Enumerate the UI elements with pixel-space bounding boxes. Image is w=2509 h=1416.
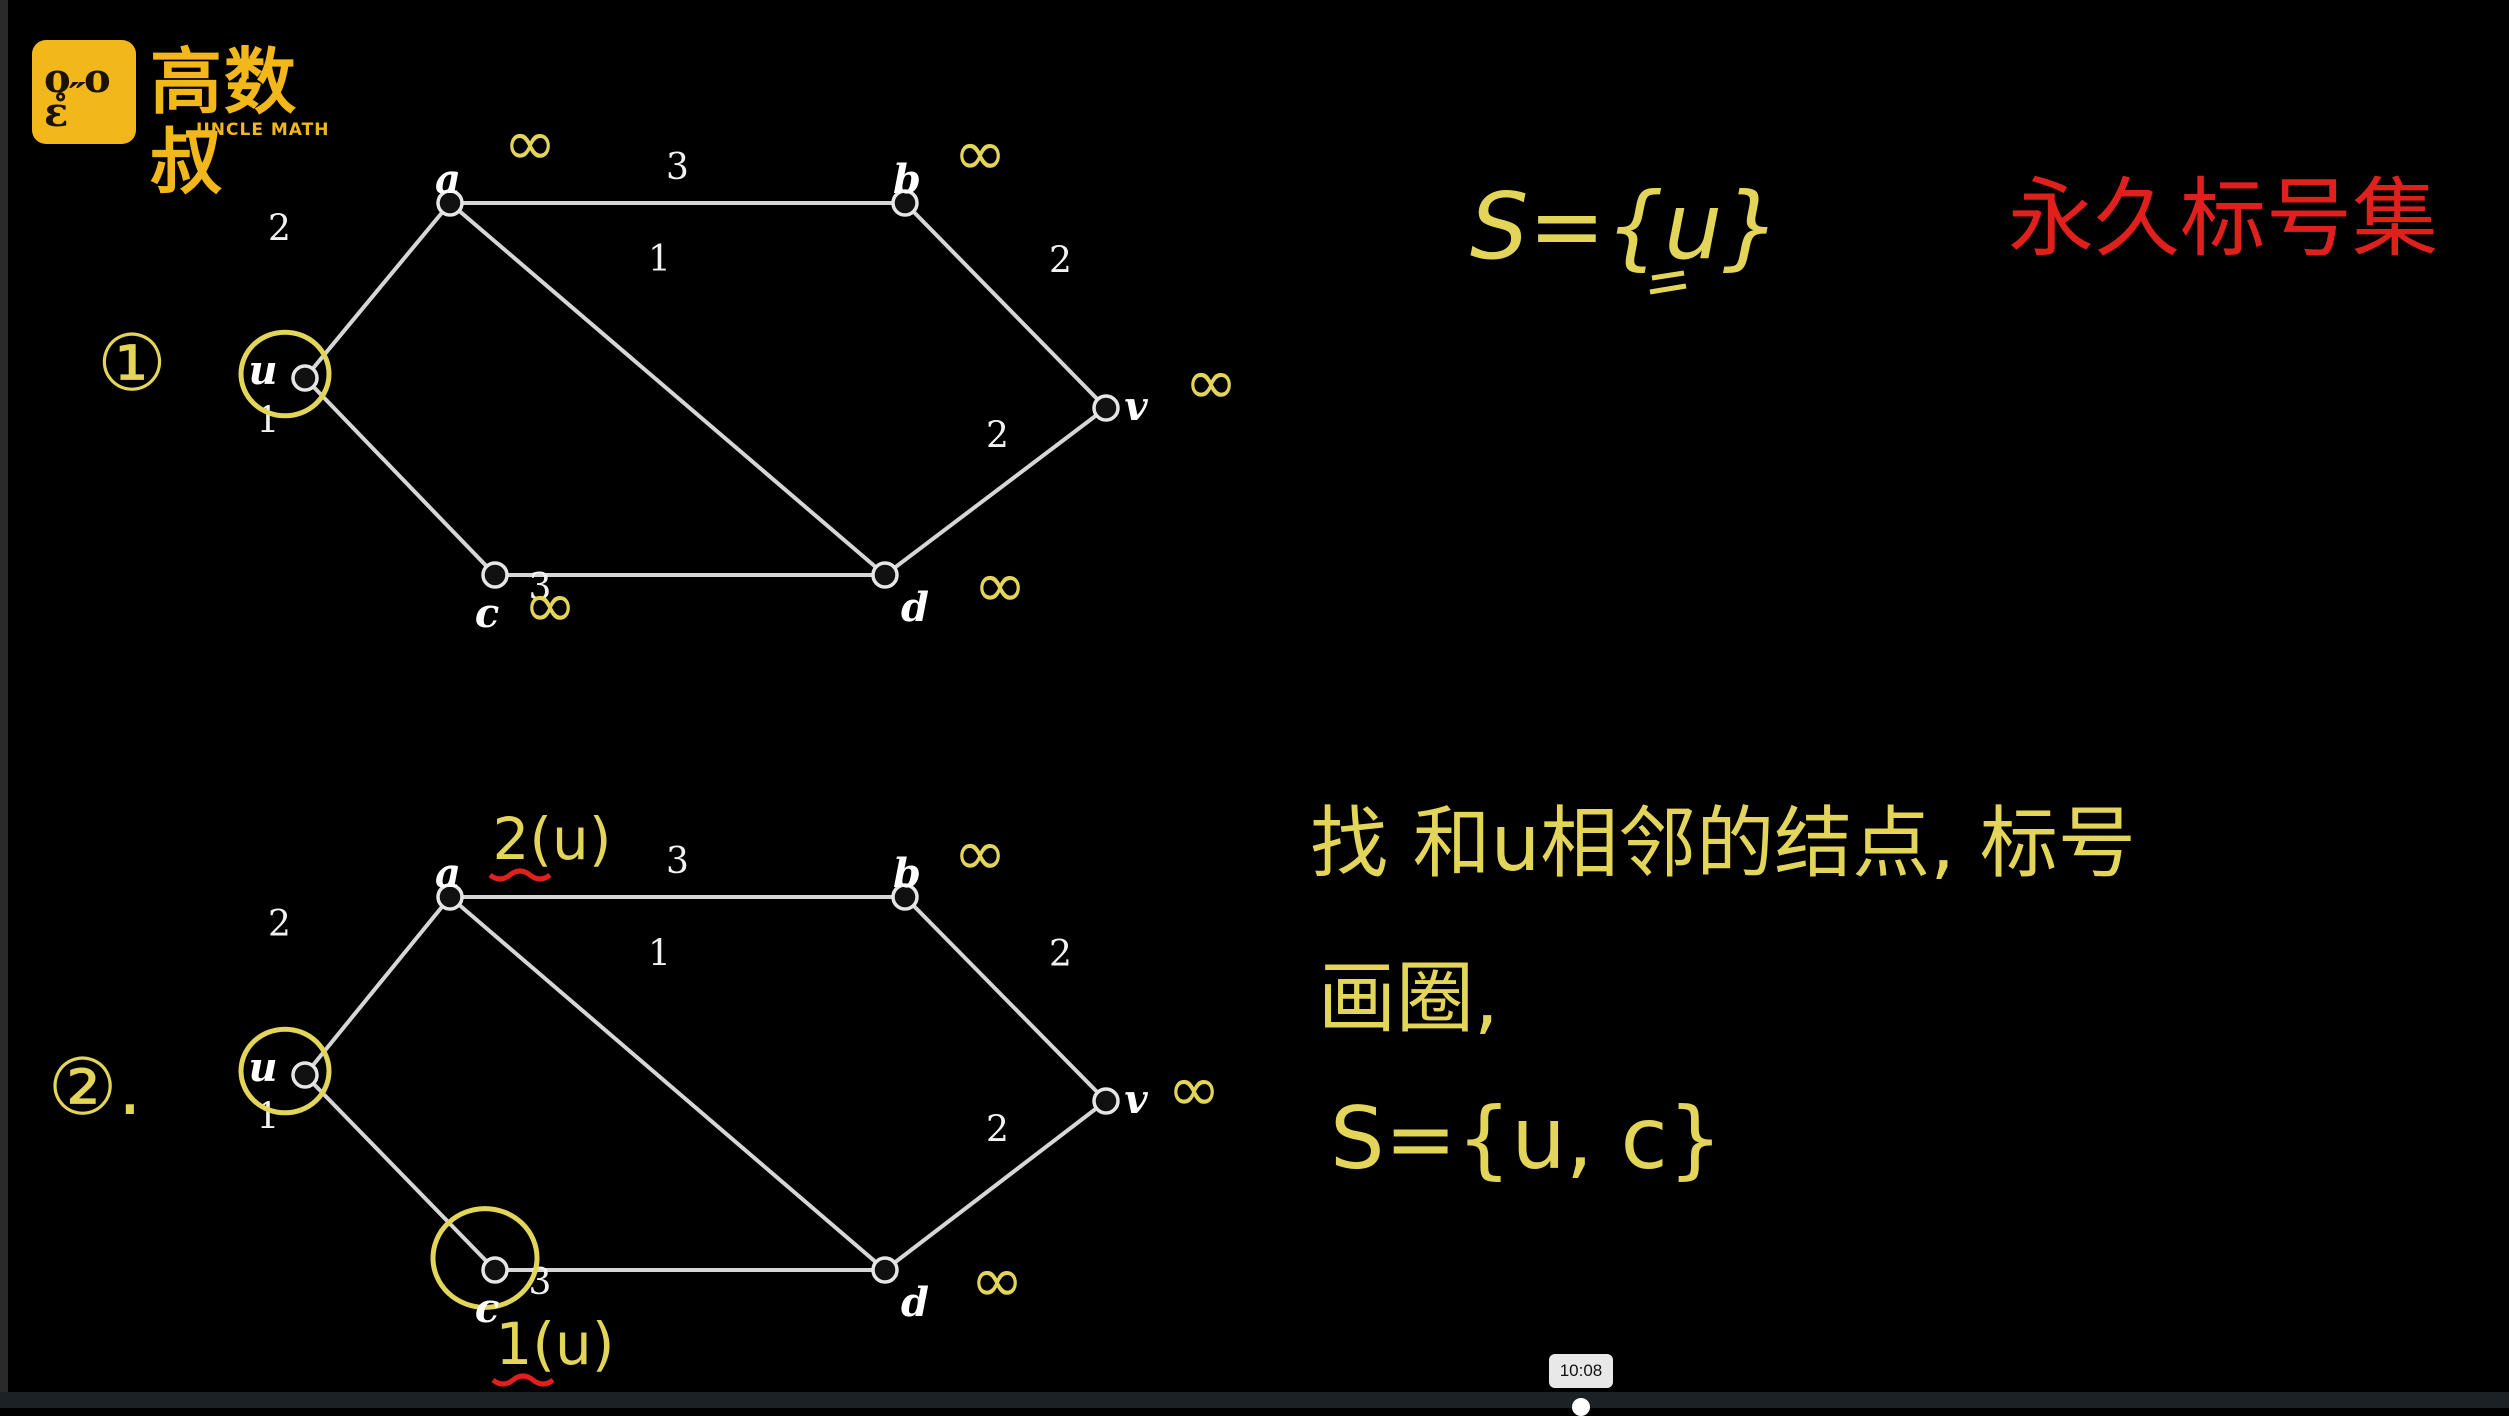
graph-edge-uc	[303, 1073, 497, 1272]
video-progress-bar[interactable]	[0, 1392, 2509, 1408]
node-label-v: v	[1124, 383, 1148, 430]
node-label-b: b	[893, 156, 921, 203]
graph-node-b	[891, 883, 919, 911]
red-underline-a	[488, 868, 552, 882]
edge-weight-ab: 3	[666, 841, 689, 882]
graph-node-u	[291, 1061, 319, 1089]
logo-brand-text: 高数叔	[150, 40, 299, 204]
edge-weight-ua: 2	[268, 209, 291, 250]
instruction-line-1: 找 和u相邻的结点, 标号	[1310, 799, 2136, 889]
graph-node-b	[891, 189, 919, 217]
logo-badge-icon: ο̥˶ο ε	[32, 40, 136, 144]
progress-scrubber-handle[interactable]	[1572, 1398, 1590, 1416]
graph-edge-ua	[303, 201, 452, 380]
graph-node-v	[1092, 1087, 1120, 1115]
edge-weight-ad: 1	[648, 934, 671, 975]
graph-node-d	[871, 561, 899, 589]
edge-weight-ad: 1	[648, 239, 671, 280]
node-label-a: a	[435, 850, 461, 897]
graph-edge-dv	[883, 1099, 1108, 1272]
underline-u-mark	[1649, 270, 1687, 295]
graph-node-a	[436, 883, 464, 911]
node-label-v: v	[1124, 1076, 1148, 1123]
node-label-c: c	[475, 590, 499, 637]
hand-circle-c	[430, 1206, 540, 1310]
node-label-a: a	[435, 156, 461, 203]
time-tooltip: 10:08	[1549, 1354, 1613, 1388]
graph-node-v	[1092, 394, 1120, 422]
node-label-u: u	[248, 347, 277, 394]
left-edge-strip	[0, 0, 8, 1392]
red-underline-c	[491, 1373, 555, 1387]
uncle-math-logo: ο̥˶ο ε 高数叔 UNCLE MATH	[32, 40, 348, 202]
node-label-d: d	[901, 1279, 929, 1326]
graph-edge-bv	[903, 895, 1108, 1103]
graph-node-a	[436, 189, 464, 217]
logo-face-glyph: ο̥˶ο ε	[44, 55, 111, 136]
edge-weight-ab: 3	[666, 147, 689, 188]
logo-sub-text: UNCLE MATH	[196, 120, 330, 140]
graph-edge-bv	[903, 201, 1108, 410]
graph-node-c	[481, 561, 509, 589]
hand-circle-u	[238, 1026, 332, 1116]
graph-node-u	[291, 364, 319, 392]
step-label-1: ①	[97, 319, 167, 409]
edge-weight-dv: 2	[986, 1110, 1009, 1151]
set-s-1: S={u}	[1470, 173, 1781, 280]
node-label-c: c	[475, 1285, 499, 1332]
node-mark-d: ∞	[970, 1244, 1023, 1318]
node-mark-a: 2(u)	[493, 805, 612, 873]
node-mark-c: 1(u)	[496, 1310, 615, 1378]
node-mark-b: ∞	[953, 817, 1006, 891]
graph-edge-ad	[448, 201, 887, 577]
node-label-u: u	[248, 1044, 277, 1091]
permanent-label-set-note: 永久标号集	[2008, 169, 2438, 269]
graph-edge-dv	[883, 406, 1108, 577]
hand-circle-u	[238, 329, 332, 419]
node-mark-b: ∞	[953, 117, 1006, 191]
graph-edge-uc	[303, 376, 497, 577]
node-mark-v: ∞	[1184, 346, 1237, 420]
graph-edge-ua	[303, 895, 452, 1077]
graph-node-c	[481, 1256, 509, 1284]
graph-edge-ad	[448, 895, 887, 1272]
node-mark-a: ∞	[503, 107, 556, 181]
edge-weight-cd: 3	[529, 567, 552, 608]
instruction-line-2: 画圈,	[1318, 954, 1499, 1044]
node-mark-d: ∞	[973, 549, 1026, 623]
node-mark-v: ∞	[1167, 1053, 1220, 1127]
edge-weight-ua: 2	[268, 904, 291, 945]
step-label-2: ②.	[48, 1043, 143, 1133]
node-label-b: b	[893, 850, 921, 897]
set-s-2: S={u, c}	[1330, 1089, 1723, 1189]
edge-weight-bv: 2	[1049, 241, 1072, 282]
node-label-d: d	[901, 584, 929, 631]
edge-weight-bv: 2	[1049, 934, 1072, 975]
edge-weight-dv: 2	[986, 416, 1009, 457]
graph-node-d	[871, 1256, 899, 1284]
node-mark-c: ∞	[523, 569, 576, 643]
